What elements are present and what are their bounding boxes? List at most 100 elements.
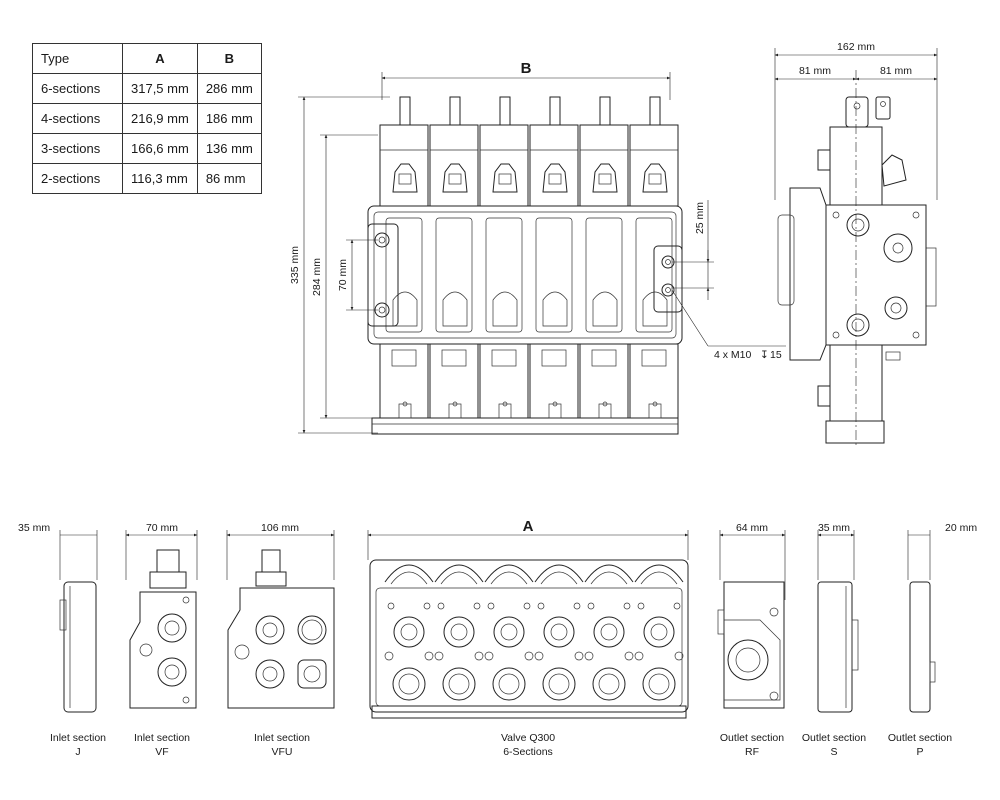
dim-335: 335 mm bbox=[289, 246, 301, 284]
connector bbox=[592, 163, 618, 193]
bolt bbox=[637, 602, 645, 610]
valve-section bbox=[529, 96, 579, 419]
bolt bbox=[523, 602, 531, 610]
bolt bbox=[434, 651, 444, 661]
port-a bbox=[493, 616, 525, 648]
q300-section bbox=[384, 564, 434, 701]
valve-sections bbox=[379, 96, 679, 419]
lower-plate bbox=[391, 349, 417, 367]
front-view: B 335 mm 284 mm 70 mm 25 mm 4 x M10 ↧ 15 bbox=[289, 60, 786, 435]
q300-section bbox=[434, 564, 484, 701]
row-b: 186 mm bbox=[196, 103, 262, 134]
upper-housing bbox=[479, 124, 529, 207]
connector-pin bbox=[548, 173, 562, 185]
bolt bbox=[584, 651, 594, 661]
lower-housing bbox=[379, 343, 429, 419]
port-b bbox=[392, 667, 426, 701]
connector bbox=[442, 163, 468, 193]
spool-stub bbox=[549, 96, 561, 126]
row-b: 86 mm bbox=[196, 163, 262, 194]
bolt bbox=[623, 602, 631, 610]
depth-symbol: ↧ bbox=[760, 349, 769, 361]
port-b-inner bbox=[648, 673, 670, 695]
upper-housing bbox=[379, 124, 429, 207]
port-a bbox=[393, 616, 425, 648]
connector bbox=[642, 163, 668, 193]
table-row: 3-sections 166,6 mm 136 mm bbox=[32, 133, 262, 164]
dome-inner bbox=[440, 571, 478, 585]
header-type: Type bbox=[32, 43, 123, 74]
row-type: 2-sections bbox=[32, 163, 123, 194]
caption-inlet-j-line1: Inlet section bbox=[50, 732, 106, 744]
table-row: 4-sections 216,9 mm 186 mm bbox=[32, 103, 262, 134]
row-a: 216,9 mm bbox=[122, 103, 198, 134]
window-pocket bbox=[392, 291, 418, 327]
dim-162: 162 mm bbox=[837, 41, 875, 53]
bolt bbox=[384, 651, 394, 661]
caption-valve-line1: Valve Q300 bbox=[501, 732, 555, 744]
row-type: 6-sections bbox=[32, 73, 123, 104]
dim-inlet-vf: 70 mm bbox=[146, 522, 178, 534]
valve-section bbox=[479, 96, 529, 419]
q300-section bbox=[634, 564, 684, 701]
port-a bbox=[593, 616, 625, 648]
port-b-inner bbox=[398, 673, 420, 695]
connector bbox=[542, 163, 568, 193]
dim-25: 25 mm bbox=[694, 202, 706, 234]
connector bbox=[392, 163, 418, 193]
upper-housing bbox=[529, 124, 579, 207]
upper-housing bbox=[429, 124, 479, 207]
connector-pin bbox=[448, 173, 462, 185]
lower-stub bbox=[598, 403, 612, 419]
header-a: A bbox=[122, 43, 198, 74]
table-row: 6-sections 317,5 mm 286 mm bbox=[32, 73, 262, 104]
outlet-section-rf-view bbox=[717, 581, 785, 709]
table-row: 2-sections 116,3 mm 86 mm bbox=[32, 163, 262, 194]
lower-housing bbox=[579, 343, 629, 419]
dome-inner bbox=[490, 571, 528, 585]
bolt bbox=[537, 602, 545, 610]
port-b-inner bbox=[548, 673, 570, 695]
spool-stub bbox=[649, 96, 661, 126]
bolt bbox=[674, 651, 684, 661]
caption-outlet-rf-line2: RF bbox=[745, 746, 759, 758]
window-pocket bbox=[542, 291, 568, 327]
port-b bbox=[592, 667, 626, 701]
outlet-section-s-view bbox=[817, 581, 859, 713]
lower-plate bbox=[591, 349, 617, 367]
bolt bbox=[424, 651, 434, 661]
bolt bbox=[634, 651, 644, 661]
port-b bbox=[642, 667, 676, 701]
dome-inner bbox=[540, 571, 578, 585]
port-a-inner bbox=[400, 623, 418, 641]
bolt bbox=[473, 602, 481, 610]
bolt bbox=[524, 651, 534, 661]
inlet-section-j-view bbox=[59, 581, 97, 713]
spool-stub bbox=[399, 96, 411, 126]
lower-stub bbox=[648, 403, 662, 419]
window-pocket bbox=[492, 291, 518, 327]
caption-inlet-vfu-line2: VFU bbox=[272, 746, 293, 758]
port-b bbox=[492, 667, 526, 701]
bolt bbox=[673, 602, 681, 610]
upper-housing bbox=[579, 124, 629, 207]
port-a-inner bbox=[550, 623, 568, 641]
section-dome bbox=[484, 564, 534, 583]
caption-outlet-s-line2: S bbox=[830, 746, 837, 758]
table-header-row: Type A B bbox=[32, 43, 262, 74]
section-dome bbox=[384, 564, 434, 583]
inlet-section-vf-view bbox=[129, 549, 197, 709]
dim-b-label: B bbox=[521, 60, 532, 77]
connector bbox=[492, 163, 518, 193]
caption-inlet-vf-line1: Inlet section bbox=[134, 732, 190, 744]
bolt bbox=[487, 602, 495, 610]
thread-note: 4 x M10 bbox=[714, 349, 752, 361]
caption-outlet-p-line1: Outlet section bbox=[888, 732, 952, 744]
dome-inner bbox=[590, 571, 628, 585]
bolt bbox=[437, 602, 445, 610]
dim-a-label: A bbox=[523, 518, 534, 535]
q300-sections bbox=[384, 564, 684, 701]
port-a-inner bbox=[450, 623, 468, 641]
lower-housing bbox=[629, 343, 679, 419]
bolt bbox=[587, 602, 595, 610]
